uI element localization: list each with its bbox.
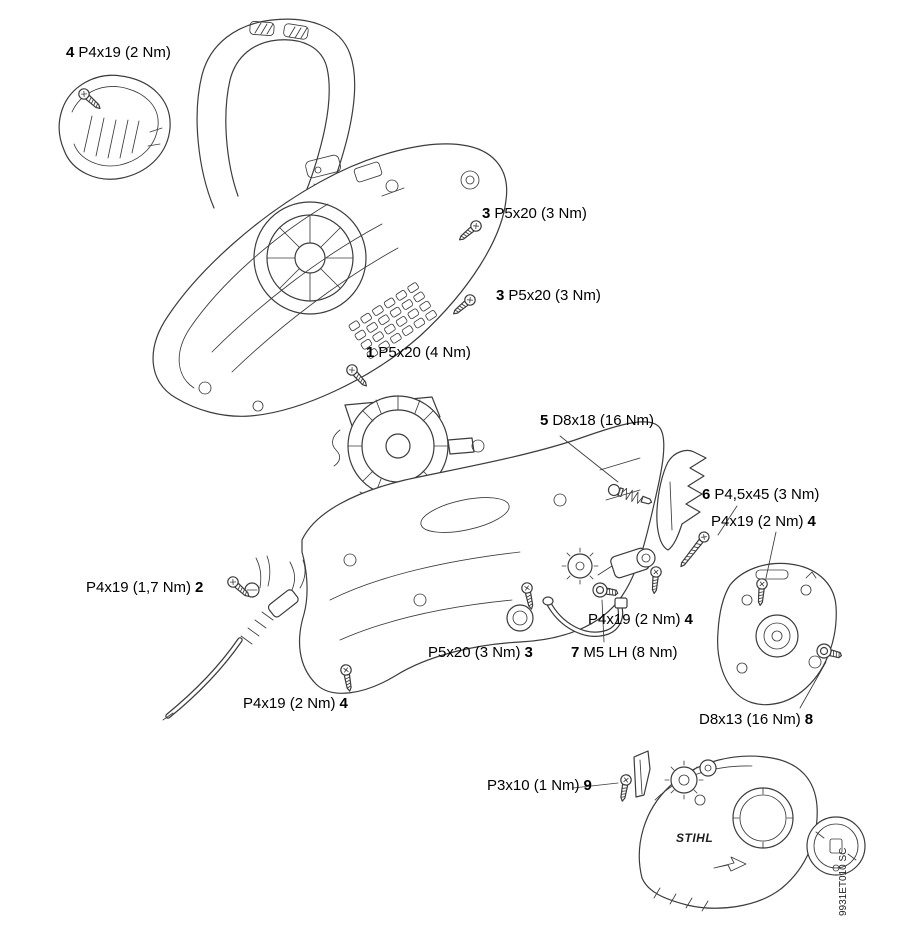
item-number: 1 — [366, 344, 375, 361]
item-number: 9 — [583, 777, 592, 794]
item-number: 4 — [339, 695, 348, 712]
item-number: 3 — [496, 287, 505, 304]
grip-pad — [249, 21, 309, 40]
torque-label: P4x19 (2 Nm)4 — [243, 695, 348, 713]
screw-spec: P4x19 (2 Nm) — [711, 513, 804, 530]
motor-assembly — [332, 395, 485, 503]
screw-spec: P5x20 (3 Nm) — [428, 644, 521, 661]
screw-spec: P5x20 (3 Nm) — [494, 205, 587, 222]
top-housing-shell — [152, 143, 508, 417]
screw-spec: M5 LH (8 Nm) — [583, 644, 678, 661]
leader-lines — [559, 435, 827, 789]
screw-spec: P4x19 (2 Nm) — [78, 44, 171, 61]
brand-logo: STIHL — [676, 831, 713, 845]
drawing-number: 9931ET010 SC — [838, 847, 849, 916]
screw-icon — [648, 565, 663, 595]
torque-label: P4x19 (2 Nm)4 — [711, 513, 816, 531]
item-number: 6 — [702, 486, 711, 503]
item-number: 8 — [804, 711, 814, 728]
torque-label: P4x19 (1,7 Nm)2 — [86, 579, 203, 597]
direction-arrow-icon — [713, 856, 747, 872]
cable-clamp — [244, 555, 271, 598]
switch-parts — [353, 161, 405, 197]
side-plate — [717, 562, 837, 706]
torque-label: D8x13 (16 Nm)8 — [699, 711, 813, 729]
item-number: 5 — [540, 412, 549, 429]
worm-gear-sprocket — [561, 547, 599, 585]
item-number: 7 — [571, 644, 580, 661]
item-number: 3 — [524, 644, 533, 661]
cover-disc — [806, 816, 866, 876]
chain-catcher — [633, 750, 651, 798]
sprocket-wheel — [664, 759, 717, 800]
screw-spec: D8x18 (16 Nm) — [552, 412, 655, 429]
screw-spec: P5x20 (4 Nm) — [378, 344, 471, 361]
item-number: 4 — [66, 44, 75, 61]
torque-label: P5x20 (3 Nm)3 — [428, 644, 533, 662]
screw-spec: P3x10 (1 Nm) — [487, 777, 580, 794]
torque-label: P3x10 (1 Nm)9 — [487, 777, 592, 795]
screw-spec: P4x19 (2 Nm) — [243, 695, 336, 712]
screw-spec: P5x20 (3 Nm) — [508, 287, 601, 304]
item-number: 4 — [684, 611, 693, 628]
item-number: 2 — [195, 579, 204, 596]
screw-spec: P4,5x45 (3 Nm) — [714, 486, 820, 503]
screw-spec: P4x19 (1,7 Nm) — [86, 579, 192, 596]
bumper-spike-plate — [656, 449, 707, 551]
item-number: 3 — [482, 205, 491, 222]
screw-icon — [616, 773, 633, 803]
oil-pump-assembly — [542, 547, 656, 637]
item-number: 4 — [807, 513, 816, 530]
power-cord — [162, 559, 306, 721]
screw-spec: D8x13 (16 Nm) — [699, 711, 801, 728]
screw-spec: P4x19 (2 Nm) — [588, 611, 681, 628]
sprocket-cover: STIHL — [638, 755, 818, 912]
long-screw-icon — [676, 529, 712, 571]
motor-cover-cap — [58, 74, 171, 180]
vent-grid — [348, 282, 437, 359]
torque-label: P4x19 (2 Nm)4 — [588, 611, 693, 629]
